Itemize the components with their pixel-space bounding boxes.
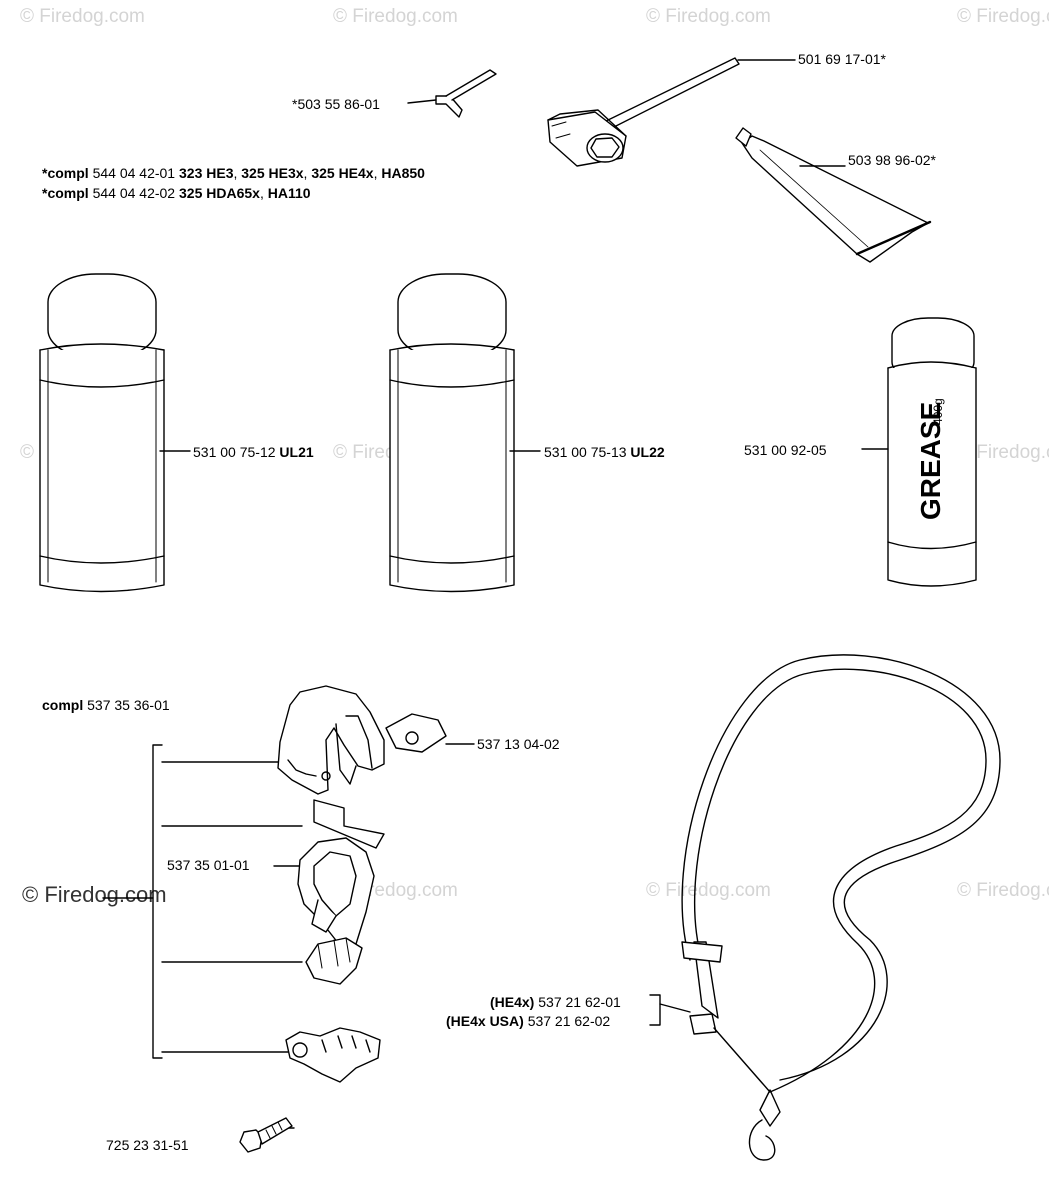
spray-can-2-icon [389,273,541,593]
spark-wrench-icon [547,57,796,167]
label-buckle: 537 35 01-01 [167,857,250,873]
watermark: © Firedog.com [20,6,145,27]
label-can-2: 531 00 75-13 UL22 [544,444,665,460]
watermark: © Firedog.com [646,6,771,27]
compl-line-2: *compl 544 04 42-02 325 HDA65x, HA110 [42,185,311,201]
label-allen-key: *503 55 86-01 [292,96,380,112]
watermark: © Firedog.com [957,6,1049,27]
label-grease-tube: 503 98 96-02* [848,152,936,168]
label-compl-harness: compl 537 35 36-01 [42,697,170,713]
watermark: © Firedog.com [957,442,1049,463]
grease-cart-weight: 400g [931,398,945,425]
label-strap-2: (HE4x USA) 537 21 62-02 [446,1013,611,1029]
shoulder-strap-icon [649,654,1001,1161]
watermark: © Firedog.com [957,880,1049,901]
grease-cart-word: GREASE [915,402,946,520]
watermark: © Firedog.com [333,6,458,27]
grease-cartridge-icon: GREASE 400g [861,317,977,587]
grease-tube-icon [735,127,932,263]
spray-can-1-icon [39,273,191,593]
label-strap-1: (HE4x) 537 21 62-01 [490,994,621,1010]
compl-line-1: *compl 544 04 42-01 323 HE3, 325 HE3x, 3… [42,165,425,181]
label-screw: 725 23 31-51 [106,1137,189,1153]
allen-key-icon [407,69,497,118]
label-spark-wrench: 501 69 17-01* [798,51,886,67]
harness-assembly-icon [102,685,475,1153]
watermark-dark: © Firedog.com [22,882,167,907]
watermark: © Firedog.com [646,880,771,901]
label-clip-nut: 537 13 04-02 [477,736,560,752]
label-grease-cartridge: 531 00 92-05 [744,442,827,458]
label-can-1: 531 00 75-12 UL21 [193,444,314,460]
